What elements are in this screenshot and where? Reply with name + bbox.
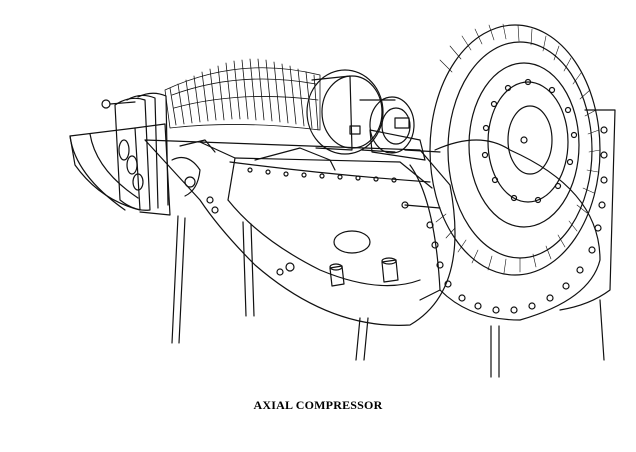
final-stage-disc xyxy=(429,23,601,276)
disc-bolt-circle xyxy=(481,78,578,204)
casing-bolts xyxy=(247,167,397,183)
rotor-blades xyxy=(164,58,321,131)
figure-caption: AXIAL COMPRESSOR xyxy=(253,398,383,412)
support-legs xyxy=(171,215,605,378)
rotor-hub xyxy=(306,69,415,155)
lower-casing xyxy=(144,139,456,326)
left-end-housing xyxy=(69,123,171,216)
outlet-flange xyxy=(401,109,616,321)
shaft-detail xyxy=(349,117,441,161)
flange-bolts xyxy=(426,126,608,314)
disc-blades xyxy=(435,23,601,274)
